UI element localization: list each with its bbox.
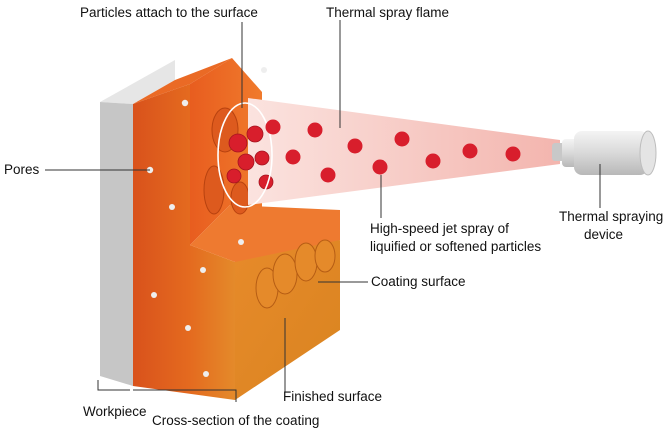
- label-device-line2: device: [584, 227, 624, 242]
- workpiece: [100, 60, 175, 386]
- impact-zone: [217, 102, 273, 208]
- thermal-spraying-device: [552, 130, 657, 176]
- impact-particles: [226, 125, 274, 190]
- label-jet-line1: High-speed jet spray of: [370, 221, 509, 236]
- label-thermal-spray-flame: Thermal spray flame: [326, 5, 450, 20]
- label-device-line1: Thermal spraying: [559, 209, 664, 224]
- leader-lines: [45, 20, 601, 402]
- coating-surface-splats: [255, 239, 336, 309]
- label-cross-section: Cross-section of the coating: [152, 413, 320, 428]
- label-jet-line2: liquified or softened particles: [370, 239, 542, 254]
- label-workpiece: Workpiece: [83, 404, 147, 419]
- label-finished-surface: Finished surface: [283, 389, 383, 404]
- jet-particles: [265, 119, 521, 183]
- label-particles-attach: Particles attach to the surface: [80, 5, 258, 20]
- label-pores: Pores: [4, 162, 40, 177]
- label-coating-surface: Coating surface: [371, 274, 466, 289]
- pores: [146, 67, 267, 377]
